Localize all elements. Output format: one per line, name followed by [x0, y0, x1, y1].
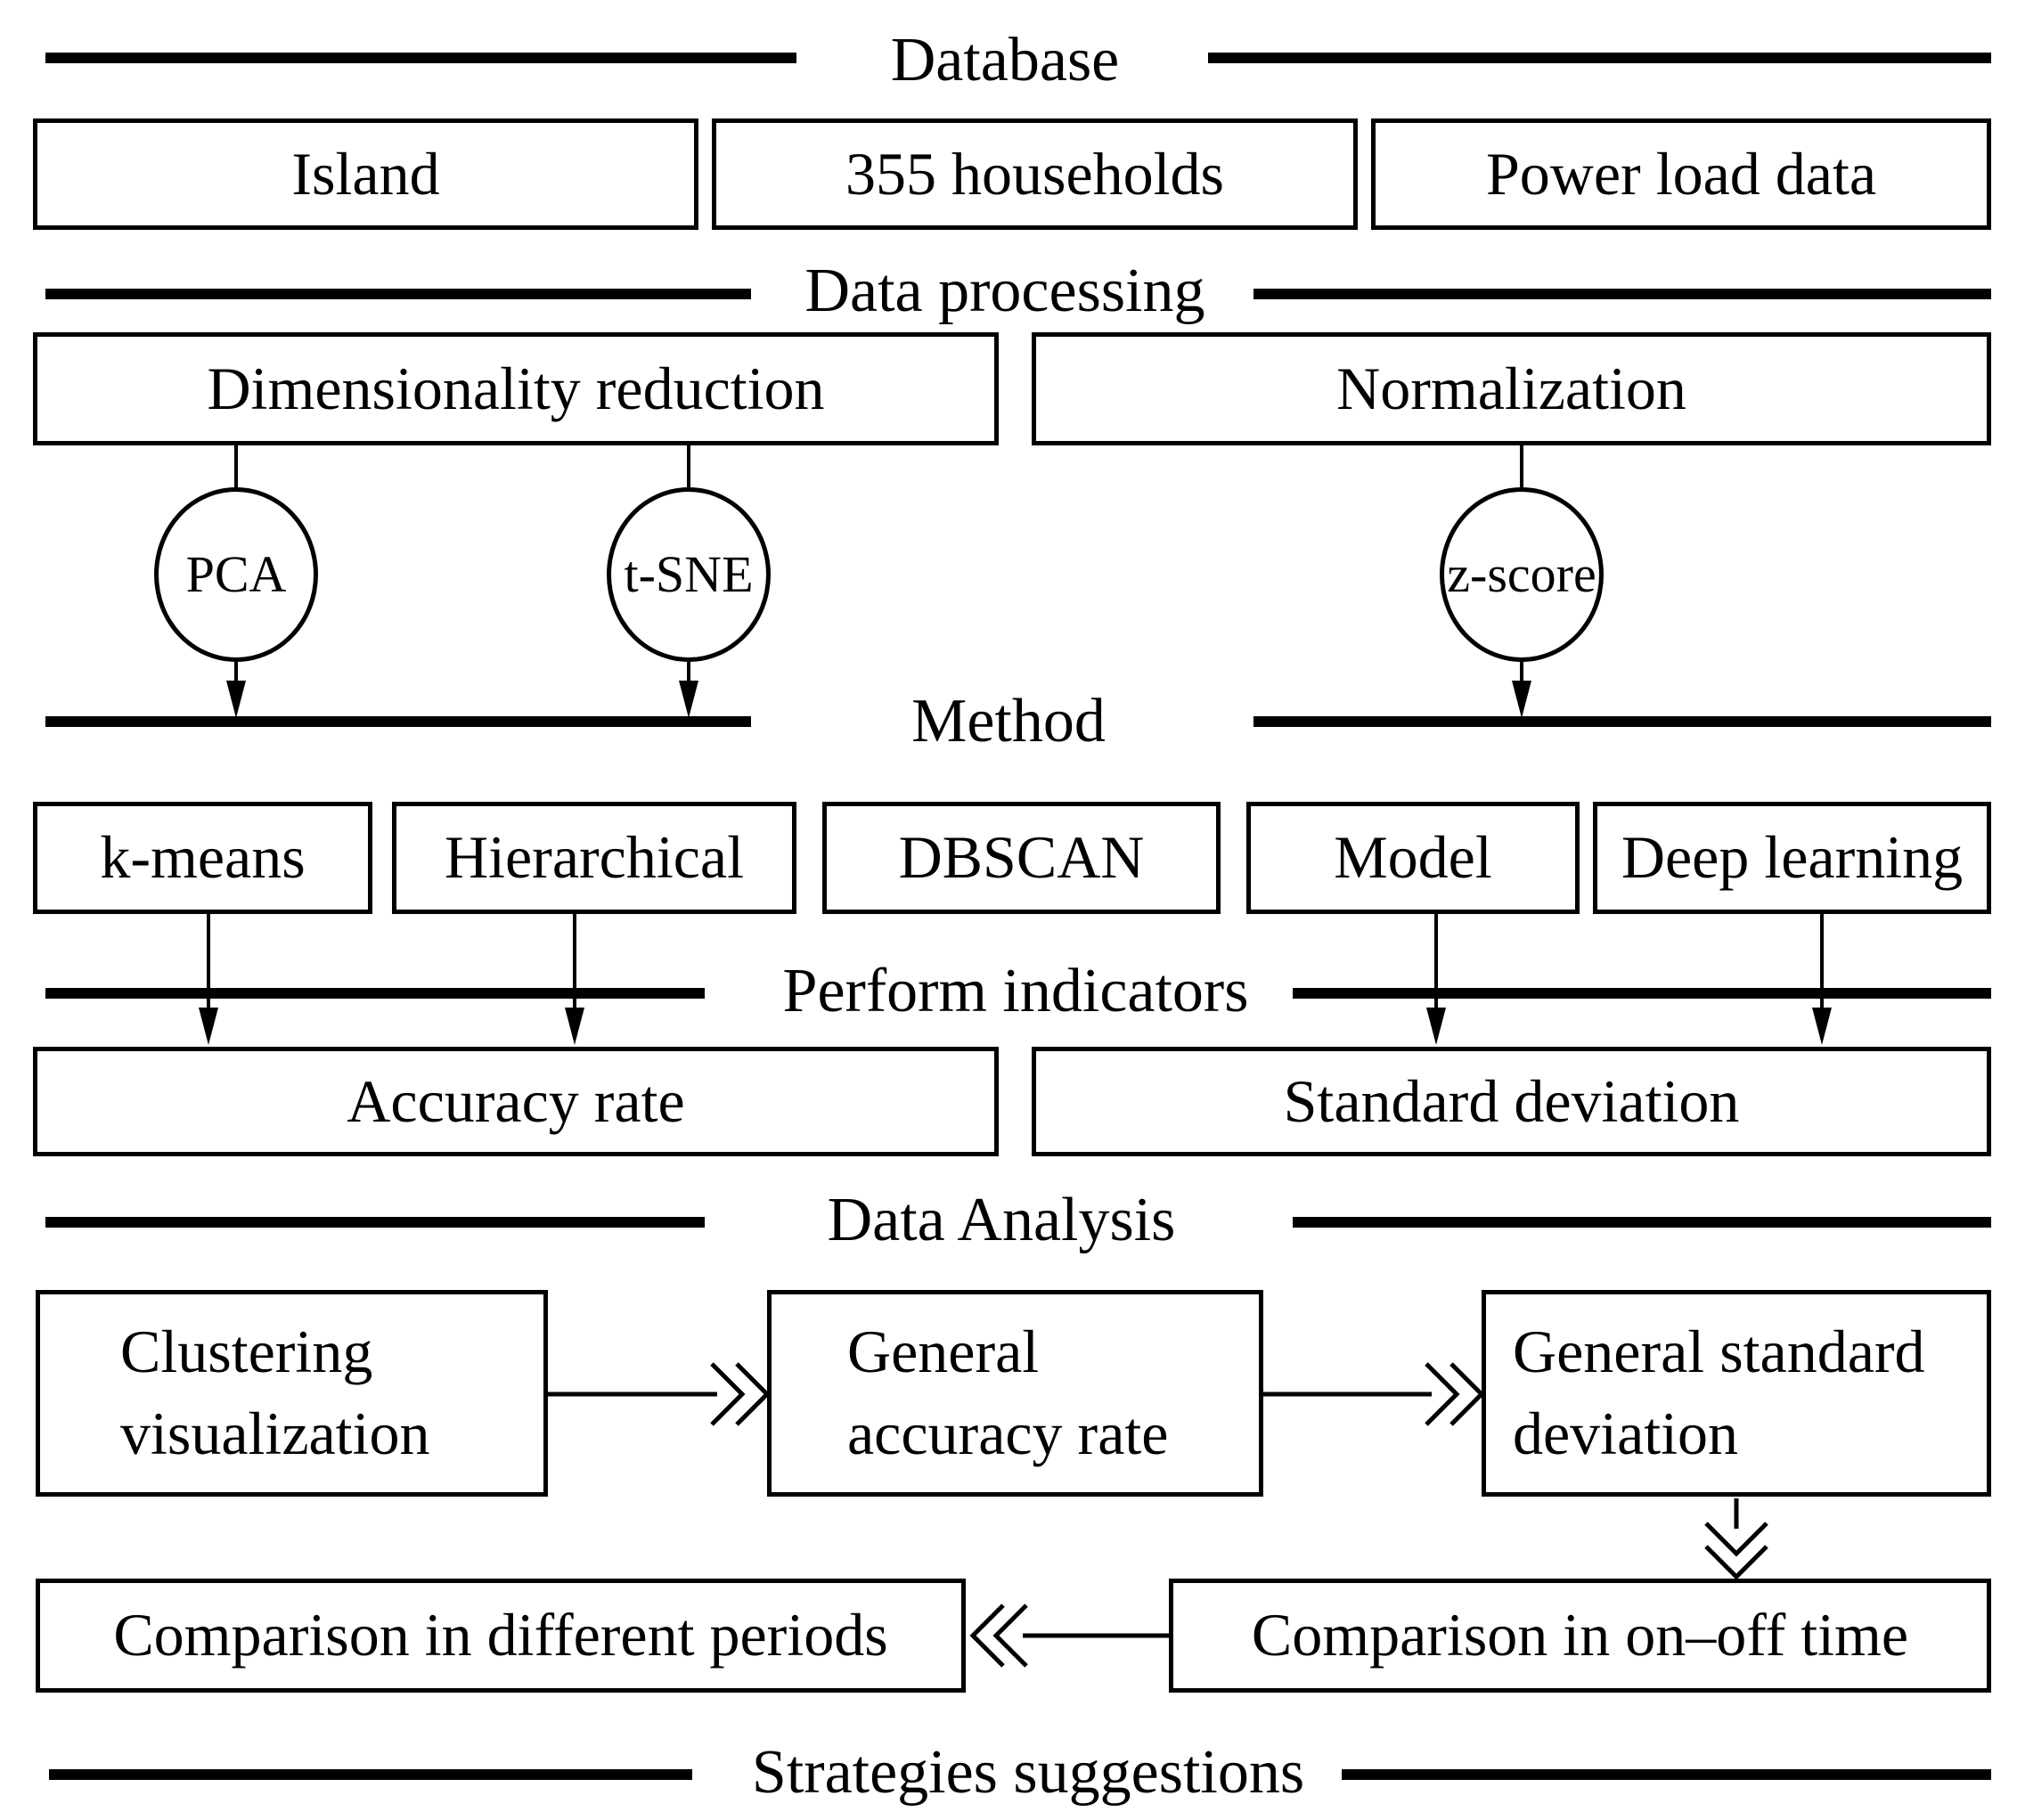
power-load-data-box: Power load data: [1371, 118, 1991, 230]
pca-label: PCA: [185, 545, 287, 603]
island-label: Island: [291, 139, 440, 208]
arrow-line-tsne-to-method: [687, 662, 690, 687]
zscore-label: z-score: [1447, 545, 1596, 603]
data-processing-header-line-right: [1253, 289, 1991, 299]
method-header-line-right: [1253, 716, 1991, 727]
power-load-data-label: Power load data: [1485, 139, 1877, 208]
arrowhead-kmeans-to-accuracy: [199, 1008, 218, 1045]
connector-dimred-to-tsne: [687, 445, 690, 487]
database-header-label: Database: [890, 26, 1120, 94]
zscore-ellipse: z-score: [1440, 487, 1604, 662]
connector-dimred-to-pca: [234, 445, 238, 487]
arrow-clustering-to-general-accuracy: [548, 1362, 771, 1426]
arrow-line-zscore-to-method: [1520, 662, 1523, 687]
comparison-different-periods-label: Comparison in different periods: [113, 1601, 888, 1669]
deep-learning-box: Deep learning: [1593, 802, 1991, 914]
tsne-label: t-SNE: [624, 545, 754, 603]
perform-indicators-header-line-right: [1293, 988, 1991, 999]
data-analysis-header-line-left: [45, 1217, 705, 1228]
arrow-line-model-to-std: [1434, 914, 1438, 1010]
strategies-header-label: Strategies suggestions: [751, 1738, 1305, 1807]
model-label: Model: [1334, 823, 1492, 892]
method-header-line-left: [45, 716, 751, 727]
arrow-line-deep-learning-to-std: [1820, 914, 1824, 1010]
arrowhead-tsne-to-method: [679, 681, 698, 718]
dbscan-label: DBSCAN: [898, 823, 1145, 892]
general-standard-deviation-label: General standard deviation: [1513, 1318, 1925, 1467]
general-standard-deviation-box: General standard deviation: [1482, 1290, 1991, 1497]
island-box: Island: [33, 118, 698, 230]
dimensionality-reduction-box: Dimensionality reduction: [33, 332, 999, 445]
pca-ellipse: PCA: [154, 487, 318, 662]
strategies-header-line-left: [49, 1769, 692, 1780]
data-analysis-header-label: Data Analysis: [827, 1186, 1176, 1254]
data-analysis-header-line-right: [1293, 1217, 1991, 1228]
data-processing-header-label: Data processing: [804, 257, 1205, 325]
perform-indicators-header-label: Perform indicators: [782, 957, 1249, 1025]
arrowhead-hierarchical-to-accuracy: [565, 1008, 584, 1045]
clustering-visualization-box: Clustering visualization: [36, 1290, 548, 1497]
data-processing-header-line-left: [45, 289, 751, 299]
arrow-line-pca-to-method: [234, 662, 238, 687]
arrowhead-model-to-std: [1426, 1008, 1446, 1045]
normalization-label: Normalization: [1336, 354, 1686, 422]
arrowhead-pca-to-method: [226, 681, 246, 718]
accuracy-rate-label: Accuracy rate: [347, 1066, 685, 1135]
kmeans-label: k-means: [100, 823, 306, 892]
dbscan-box: DBSCAN: [822, 802, 1221, 914]
hierarchical-box: Hierarchical: [392, 802, 796, 914]
tsne-ellipse: t-SNE: [607, 487, 771, 662]
perform-indicators-header-line-left: [45, 988, 705, 999]
kmeans-box: k-means: [33, 802, 372, 914]
general-accuracy-rate-box: General accuracy rate: [767, 1290, 1263, 1497]
households-box: 355 households: [712, 118, 1358, 230]
arrow-general-accuracy-to-general-std: [1263, 1362, 1485, 1426]
hierarchical-label: Hierarchical: [445, 823, 744, 892]
database-header-line-left: [45, 53, 796, 63]
standard-deviation-label: Standard deviation: [1283, 1066, 1740, 1135]
connector-normalization-to-zscore: [1520, 445, 1523, 487]
normalization-box: Normalization: [1032, 332, 1991, 445]
standard-deviation-box: Standard deviation: [1032, 1047, 1991, 1156]
strategies-header-line-right: [1342, 1769, 1991, 1780]
comparison-different-periods-box: Comparison in different periods: [36, 1579, 966, 1693]
model-box: Model: [1246, 802, 1580, 914]
accuracy-rate-box: Accuracy rate: [33, 1047, 999, 1156]
arrow-line-hierarchical-to-accuracy: [573, 914, 576, 1010]
arrow-line-kmeans-to-accuracy: [207, 914, 210, 1010]
comparison-onoff-time-label: Comparison in on–off time: [1251, 1601, 1909, 1669]
database-header-line-right: [1208, 53, 1991, 63]
method-header-label: Method: [911, 687, 1106, 755]
arrow-onoff-to-different-periods: [969, 1604, 1172, 1668]
general-accuracy-rate-label: General accuracy rate: [847, 1318, 1169, 1467]
dimensionality-reduction-label: Dimensionality reduction: [207, 354, 825, 422]
arrowhead-zscore-to-method: [1512, 681, 1531, 718]
comparison-onoff-time-box: Comparison in on–off time: [1169, 1579, 1991, 1693]
clustering-visualization-label: Clustering visualization: [120, 1318, 430, 1467]
arrowhead-deep-learning-to-std: [1812, 1008, 1832, 1045]
deep-learning-label: Deep learning: [1621, 823, 1964, 892]
households-label: 355 households: [845, 139, 1224, 208]
arrow-general-std-to-onoff: [1704, 1498, 1768, 1579]
